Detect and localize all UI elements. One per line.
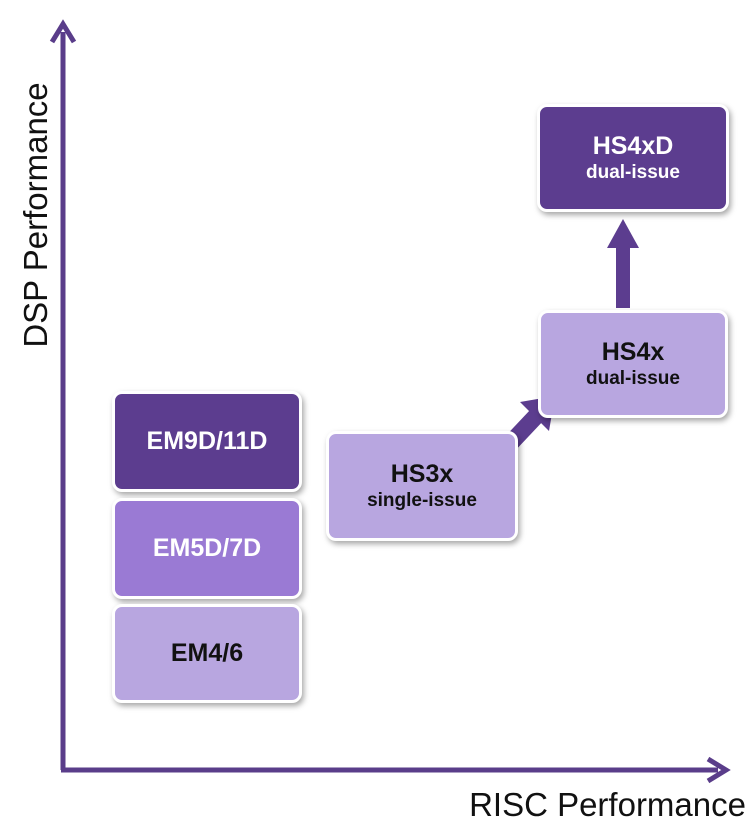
vertical-arrow xyxy=(607,219,639,308)
hs4xd-box: HS4xD dual-issue xyxy=(537,104,729,212)
hs4xd-title: HS4xD xyxy=(592,131,674,160)
em9d-11d-label: EM9D/11D xyxy=(146,427,268,456)
hs3x-title: HS3x xyxy=(390,459,454,488)
hs4xd-subtitle: dual-issue xyxy=(586,162,680,184)
hs3x-box: HS3x single-issue xyxy=(326,431,518,541)
y-axis-arrowhead xyxy=(49,19,77,44)
em9d-11d-box: EM9D/11D xyxy=(112,391,302,492)
hs3x-subtitle: single-issue xyxy=(367,490,477,512)
hs4x-box: HS4x dual-issue xyxy=(538,310,728,418)
em4-6-label: EM4/6 xyxy=(170,639,244,668)
em5d-7d-label: EM5D/7D xyxy=(152,534,262,563)
x-axis-arrowhead xyxy=(706,756,731,784)
hs4x-subtitle: dual-issue xyxy=(586,368,680,390)
y-axis-label: DSP Performance xyxy=(17,82,54,348)
hs4x-title: HS4x xyxy=(601,337,665,366)
em4-6-box: EM4/6 xyxy=(112,604,302,703)
x-axis-label: RISC Performance xyxy=(469,786,746,823)
em5d-7d-box: EM5D/7D xyxy=(112,498,302,599)
